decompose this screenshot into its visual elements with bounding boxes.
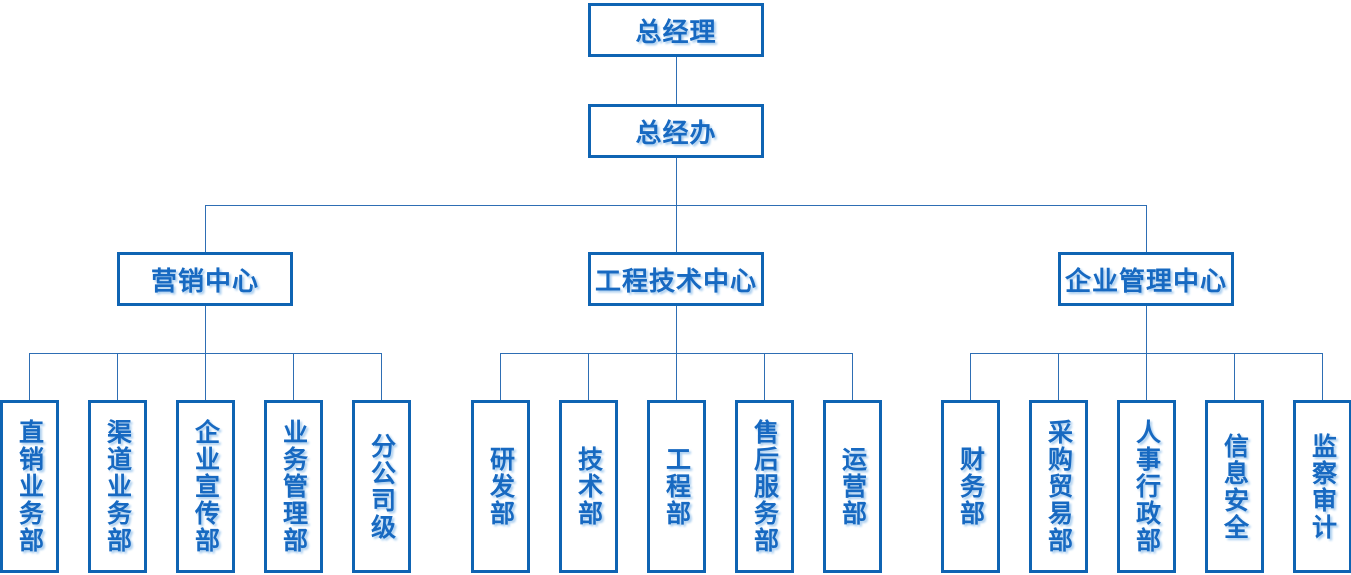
connector-dept-drop (117, 353, 118, 400)
connector-dept-drop (381, 353, 382, 400)
org-node-finance-dept: 财务部 (941, 400, 1000, 573)
org-node-business-management-dept: 业务管理部 (264, 400, 323, 573)
org-node-label: 售后服务部 (750, 419, 780, 554)
org-node-enterprise-management-center: 企业管理中心 (1058, 252, 1234, 306)
org-node-label: 企业宣传部 (191, 419, 221, 554)
org-node-general-manager-office: 总经办 (588, 104, 764, 158)
org-node-engineering-dept: 工程部 (647, 400, 706, 573)
org-node-label: 营销中心 (150, 266, 259, 297)
connector-dept-drop (676, 353, 677, 400)
org-node-label: 采购贸易部 (1044, 419, 1074, 554)
org-node-operations-dept: 运营部 (823, 400, 882, 573)
connector-dept-drop (29, 353, 30, 400)
connector-dept-drop (764, 353, 765, 400)
org-node-general-manager: 总经理 (588, 3, 764, 57)
org-node-procurement-trade-dept: 采购贸易部 (1029, 400, 1088, 573)
connector-dept-drop (293, 353, 294, 400)
org-node-channel-sales-dept: 渠道业务部 (88, 400, 147, 573)
org-node-after-sales-service-dept: 售后服务部 (735, 400, 794, 573)
org-node-marketing-center: 营销中心 (117, 252, 293, 306)
org-node-label: 技术部 (574, 446, 604, 527)
org-node-branch-company-level: 分公司级 (352, 400, 411, 573)
org-node-engineering-technology-center: 工程技术中心 (588, 252, 764, 306)
org-node-label: 信息安全 (1220, 432, 1250, 541)
org-node-technology-dept: 技术部 (559, 400, 618, 573)
connector-drop-marketing (205, 205, 206, 252)
org-node-label: 总经理 (635, 17, 717, 48)
org-node-label: 工程部 (662, 446, 692, 527)
org-node-label: 业务管理部 (279, 419, 309, 554)
connector-office-down (676, 158, 677, 205)
org-node-label: 财务部 (956, 446, 986, 527)
org-node-label: 人事行政部 (1132, 419, 1162, 554)
connector-dept-drop (970, 353, 971, 400)
connector-dept-drop (1058, 353, 1059, 400)
org-node-label: 运营部 (838, 446, 868, 527)
org-node-rd-dept: 研发部 (471, 400, 530, 573)
org-node-label: 总经办 (635, 118, 717, 149)
org-node-supervision-audit: 监察审计 (1293, 400, 1351, 573)
org-node-label: 研发部 (486, 446, 516, 527)
connector-dept-drop (205, 353, 206, 400)
org-node-hr-admin-dept: 人事行政部 (1117, 400, 1176, 573)
connector-management-down (1146, 306, 1147, 353)
connector-engineering-down (676, 306, 677, 353)
org-node-direct-sales-dept: 直销业务部 (0, 400, 59, 573)
connector-dept-drop (588, 353, 589, 400)
connector-dept-drop (500, 353, 501, 400)
connector-marketing-down (205, 306, 206, 353)
connector-dept-drop (1234, 353, 1235, 400)
connector-root-to-office (676, 57, 677, 104)
connector-dept-drop (1322, 353, 1323, 400)
org-node-information-security: 信息安全 (1205, 400, 1264, 573)
connector-drop-management (1146, 205, 1147, 252)
connector-dept-drop (852, 353, 853, 400)
org-node-label: 渠道业务部 (103, 419, 133, 554)
org-node-corporate-publicity-dept: 企业宣传部 (176, 400, 235, 573)
org-node-label: 直销业务部 (15, 419, 45, 554)
org-node-label: 监察审计 (1308, 432, 1338, 541)
connector-drop-engineering (676, 205, 677, 252)
org-node-label: 企业管理中心 (1064, 266, 1227, 297)
org-node-label: 工程技术中心 (594, 266, 757, 297)
connector-dept-drop (1146, 353, 1147, 400)
org-node-label: 分公司级 (367, 432, 397, 541)
